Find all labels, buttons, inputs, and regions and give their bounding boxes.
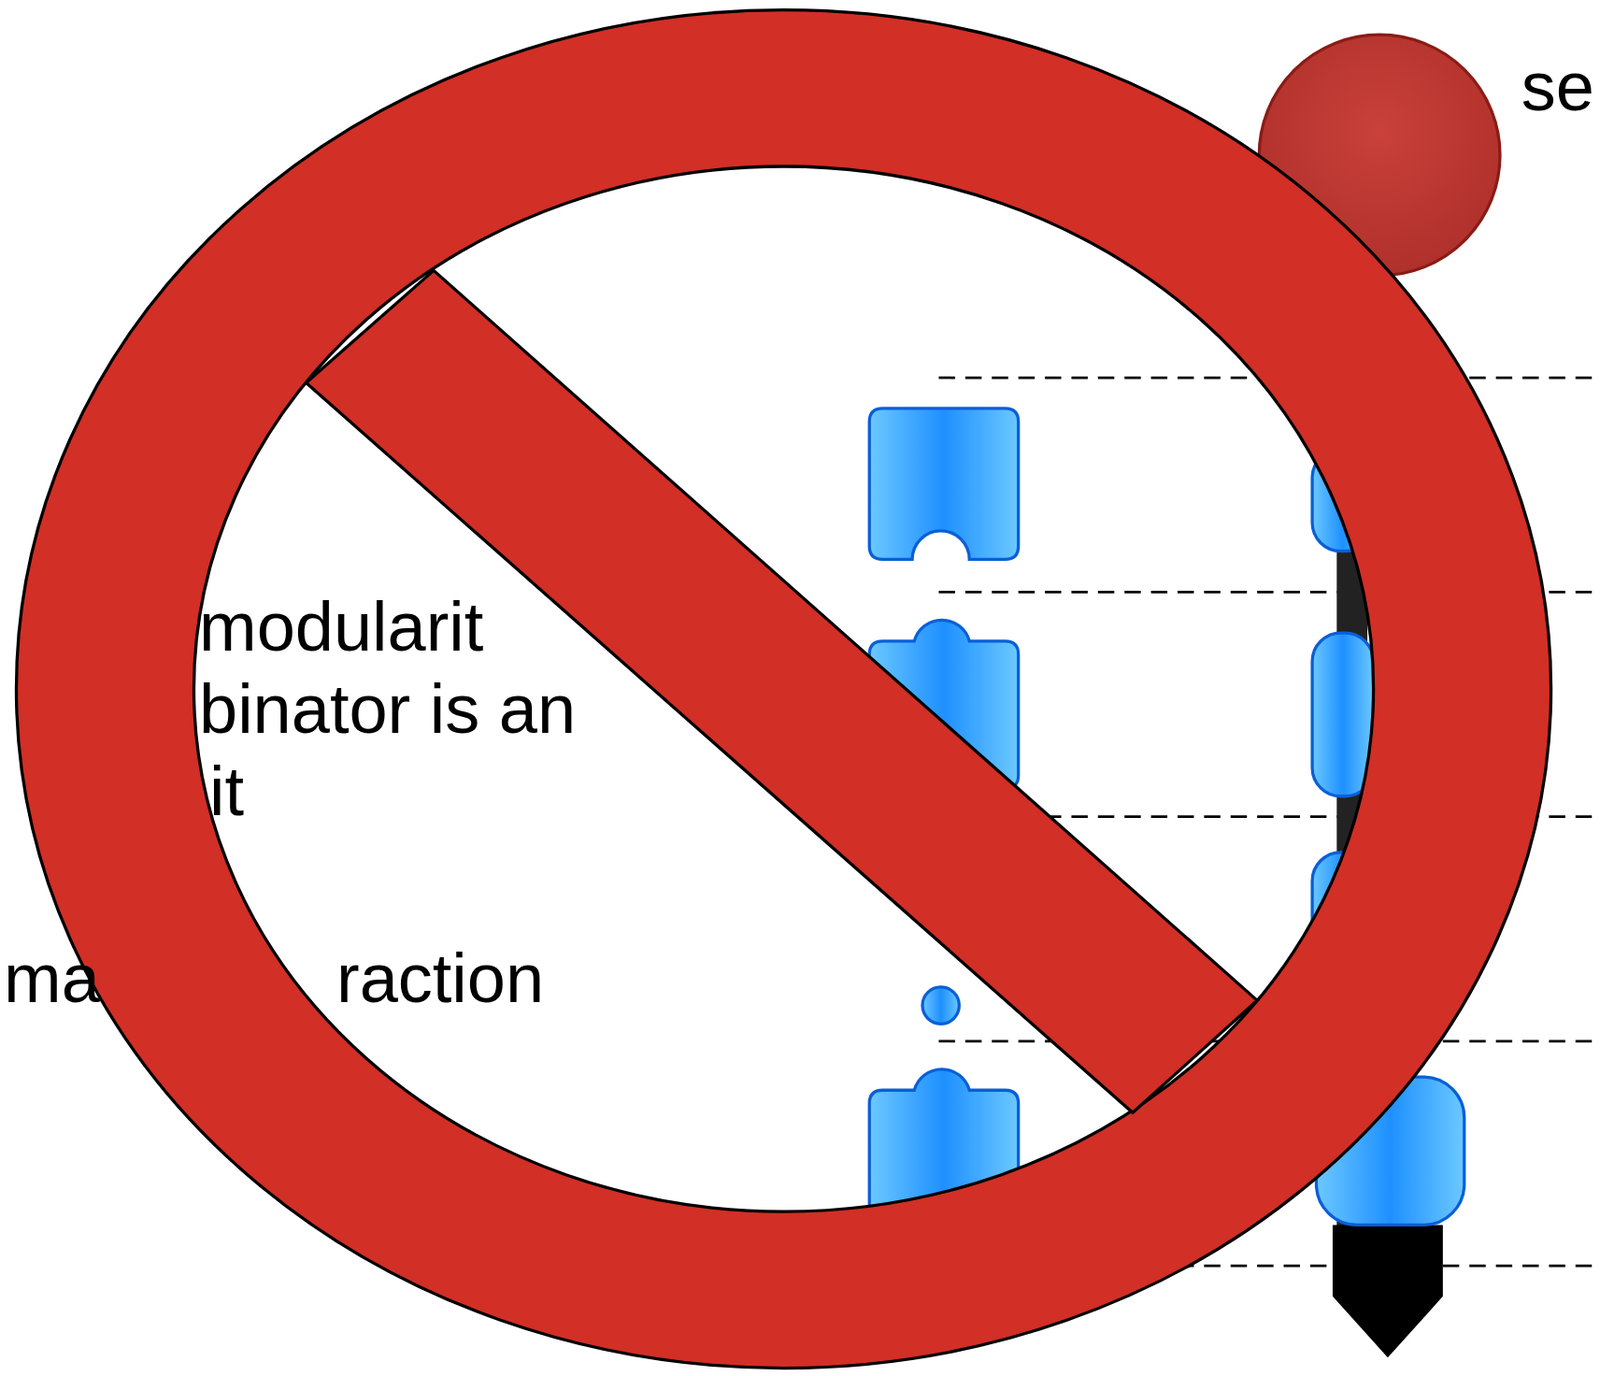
slide-text: modularit: [199, 588, 484, 665]
slide-text: binator is an: [199, 671, 576, 747]
slide-text: it: [209, 753, 244, 829]
slide-text: raction: [336, 940, 544, 1016]
slide-text: ma: [3, 940, 100, 1016]
slide-text: se: [1521, 48, 1595, 125]
